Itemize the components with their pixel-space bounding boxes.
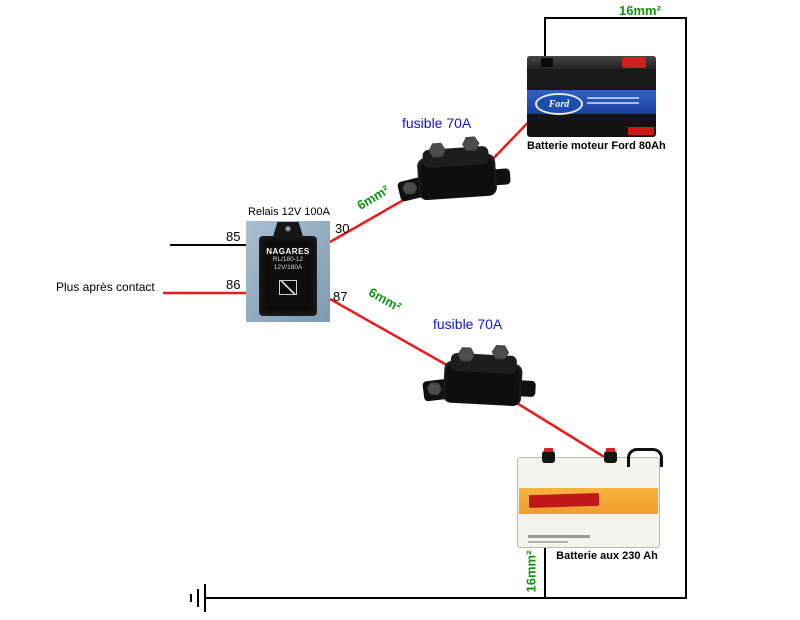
fuse-holder-bottom — [422, 339, 536, 416]
pin-86-label: 86 — [226, 277, 241, 292]
battery-handle — [627, 448, 663, 467]
fusible-top-label: fusible 70A — [402, 115, 472, 131]
battery-label-fineprint — [587, 97, 639, 107]
fuse-holder-top — [395, 132, 516, 220]
relay-brand: NAGARES — [266, 247, 310, 256]
ford-logo-text: Ford — [548, 98, 570, 110]
battery-label-fineprint — [528, 535, 590, 538]
relay-schematic-icon — [279, 280, 297, 295]
pin-87-label: 87 — [333, 289, 348, 304]
wire-16mm-bottom-label: 16mm² — [523, 550, 539, 593]
wire-16mm-top-label: 16mm² — [619, 3, 661, 18]
battery-aux-label-band — [519, 488, 658, 514]
battery-terminal-red-cover — [622, 57, 646, 68]
battery-terminal-red-cap — [544, 448, 553, 452]
wire-pin87-fuse — [329, 297, 453, 370]
battery-aux-photo — [517, 448, 663, 548]
plus-apres-contact-label: Plus après contact — [56, 280, 155, 294]
relay-model: RL/180-12 — [272, 256, 304, 263]
relay-photo: NAGARES RL/180-12 12V/180A — [246, 221, 330, 322]
ford-logo: Ford — [535, 93, 583, 115]
wire-ground-loop — [205, 17, 687, 599]
battery-main-caption: Batterie moteur Ford 80Ah — [527, 140, 666, 152]
pin-85-label: 85 — [226, 229, 241, 244]
aux-brand-logo — [529, 493, 599, 508]
relay-title: Relais 12V 100A — [248, 206, 330, 218]
relay-bracket — [273, 222, 303, 237]
battery-terminal-post — [541, 58, 553, 67]
battery-terminal-post — [604, 448, 617, 463]
battery-main-top — [527, 56, 656, 69]
pin-30-label: 30 — [335, 221, 350, 236]
brand-mark — [628, 127, 654, 135]
relay-body: NAGARES RL/180-12 12V/180A — [259, 236, 317, 316]
ground-symbol — [190, 584, 206, 612]
fusible-bottom-label: fusible 70A — [433, 316, 503, 332]
battery-label-fineprint — [528, 541, 568, 543]
battery-main-photo: Ford — [527, 56, 656, 137]
relay-rating: 12V/180A — [273, 264, 303, 271]
battery-terminal-post — [542, 448, 555, 463]
battery-terminal-red-cap — [606, 448, 615, 452]
wire-fuse-battery-aux — [506, 395, 615, 465]
battery-main-label-band: Ford — [527, 90, 656, 115]
battery-aux-caption: Batterie aux 230 Ah — [556, 550, 658, 562]
